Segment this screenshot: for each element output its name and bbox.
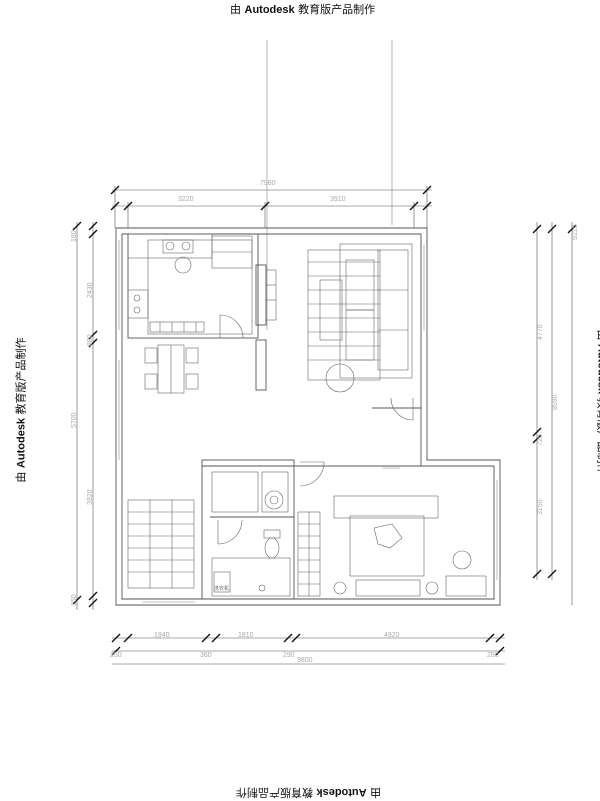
washer-label: 洗衣机 [214,585,229,592]
bedroom [294,465,487,597]
dim-left-6: 150 [71,594,78,606]
right-dimension-lines [532,222,577,605]
top-dimension-lines [110,185,432,228]
dim-bottom-1: 1940 [154,632,170,639]
kitchen [127,233,259,339]
dim-top-left: 3220 [178,196,194,203]
dining-table [144,344,199,394]
dim-bottom-a: 250 [110,652,122,659]
watermark-top: 由 Autodesk 教育版产品制作 [230,3,376,16]
dim-top-total: 7960 [260,180,276,187]
dim-left-2: 880 [87,334,94,346]
dim-bottom-total: 9800 [297,657,313,664]
dim-bottom-3: 4920 [384,632,400,639]
dim-right-3: 720 [537,434,544,446]
staircase [127,499,195,589]
bathroom [201,459,325,600]
dim-bottom-c: 290 [283,652,295,659]
dim-right-4: 3150 [537,499,544,515]
dim-right-5: 9210 [572,224,579,240]
left-dimension-lines [72,221,98,610]
dim-left-1: 2430 [87,282,94,298]
living-room [307,243,421,421]
bottom-dimension-lines [111,633,505,665]
dim-left-5: 180 [71,230,78,242]
dim-left-4: 3920 [87,489,94,505]
dim-bottom-b: 360 [200,652,212,659]
outer-walls [115,227,501,606]
dim-bottom-d: 280 [487,652,499,659]
dim-right-1: 4770 [537,324,544,340]
corridor-partitions [255,264,277,391]
dim-bottom-2: 1810 [238,632,254,639]
dim-right-2: 8590 [552,394,559,410]
dim-left-3: 5700 [71,412,78,428]
dim-top-right: 3910 [330,196,346,203]
